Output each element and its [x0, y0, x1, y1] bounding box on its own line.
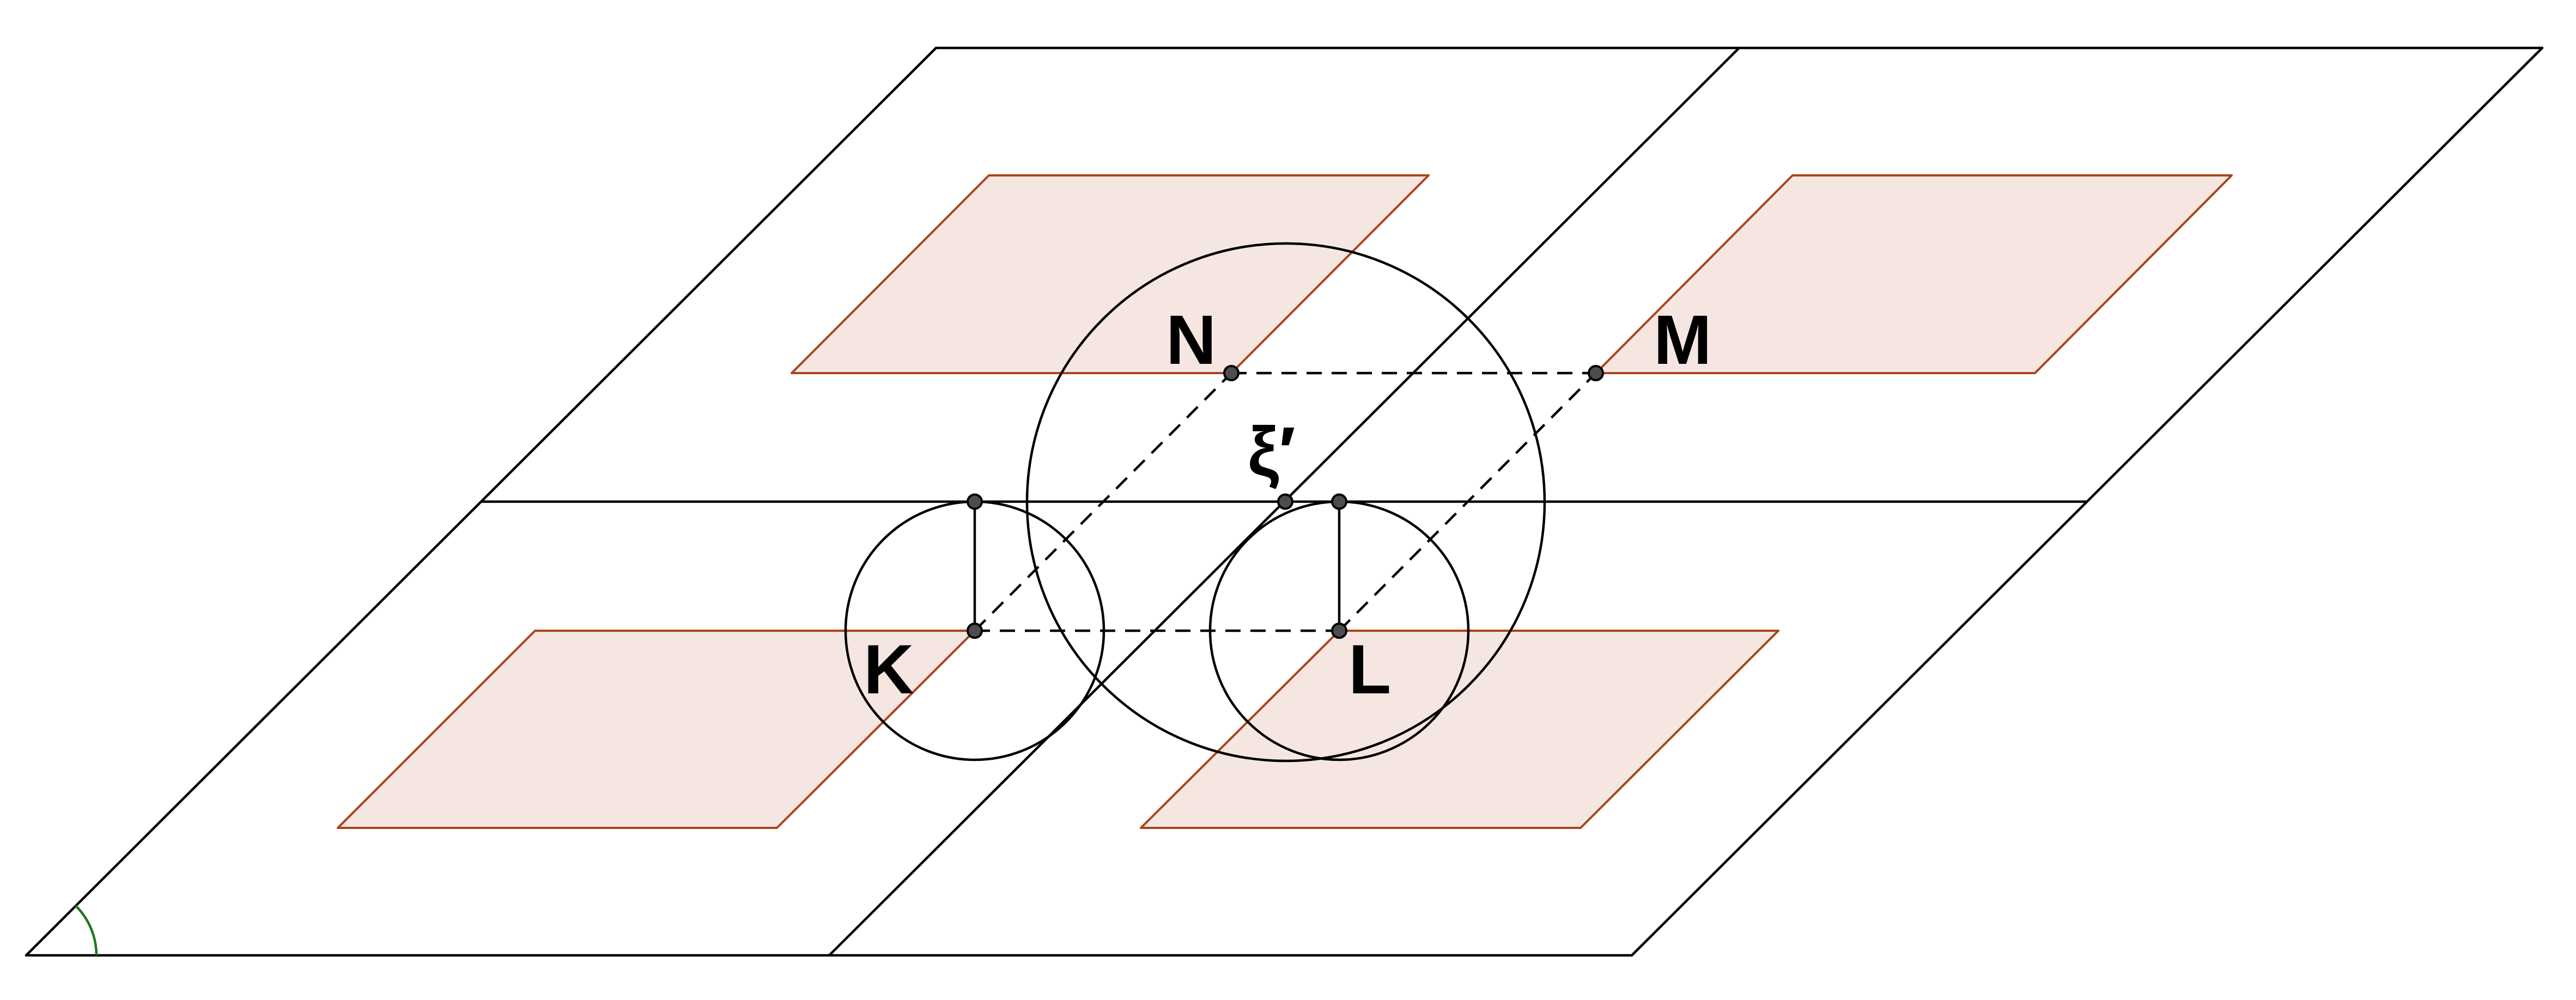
shaded-parallelograms — [337, 174, 2233, 829]
shaded-parallelogram-top-left — [791, 174, 1430, 374]
label-n: N — [1166, 301, 1216, 379]
point-m — [1588, 365, 1604, 381]
shaded-parallelogram-top-right — [1595, 174, 2233, 374]
vertical-segments — [973, 500, 1341, 632]
point-k-top — [967, 493, 983, 510]
label-k: K — [864, 631, 914, 709]
point-k — [967, 623, 983, 639]
angle-arc — [75, 905, 98, 956]
point-n — [1223, 365, 1240, 381]
point-xi — [1277, 493, 1293, 510]
shaded-parallelogram-bottom-left — [337, 630, 976, 829]
dashed-line-k-n — [974, 372, 1232, 632]
large-circle — [1025, 242, 1546, 763]
point-l — [1331, 623, 1347, 639]
dashed-line-l-m — [1338, 372, 1597, 632]
label-m: M — [1654, 301, 1712, 379]
label-l: L — [1348, 631, 1391, 709]
label-xi: ξ′ — [1248, 413, 1296, 491]
dashed-lines — [974, 371, 1597, 632]
point-l-top — [1331, 493, 1347, 510]
points — [967, 365, 1604, 639]
shaded-parallelogram-bottom-right — [1140, 630, 1779, 829]
point-labels: N M ξ′ K L — [864, 301, 1712, 709]
